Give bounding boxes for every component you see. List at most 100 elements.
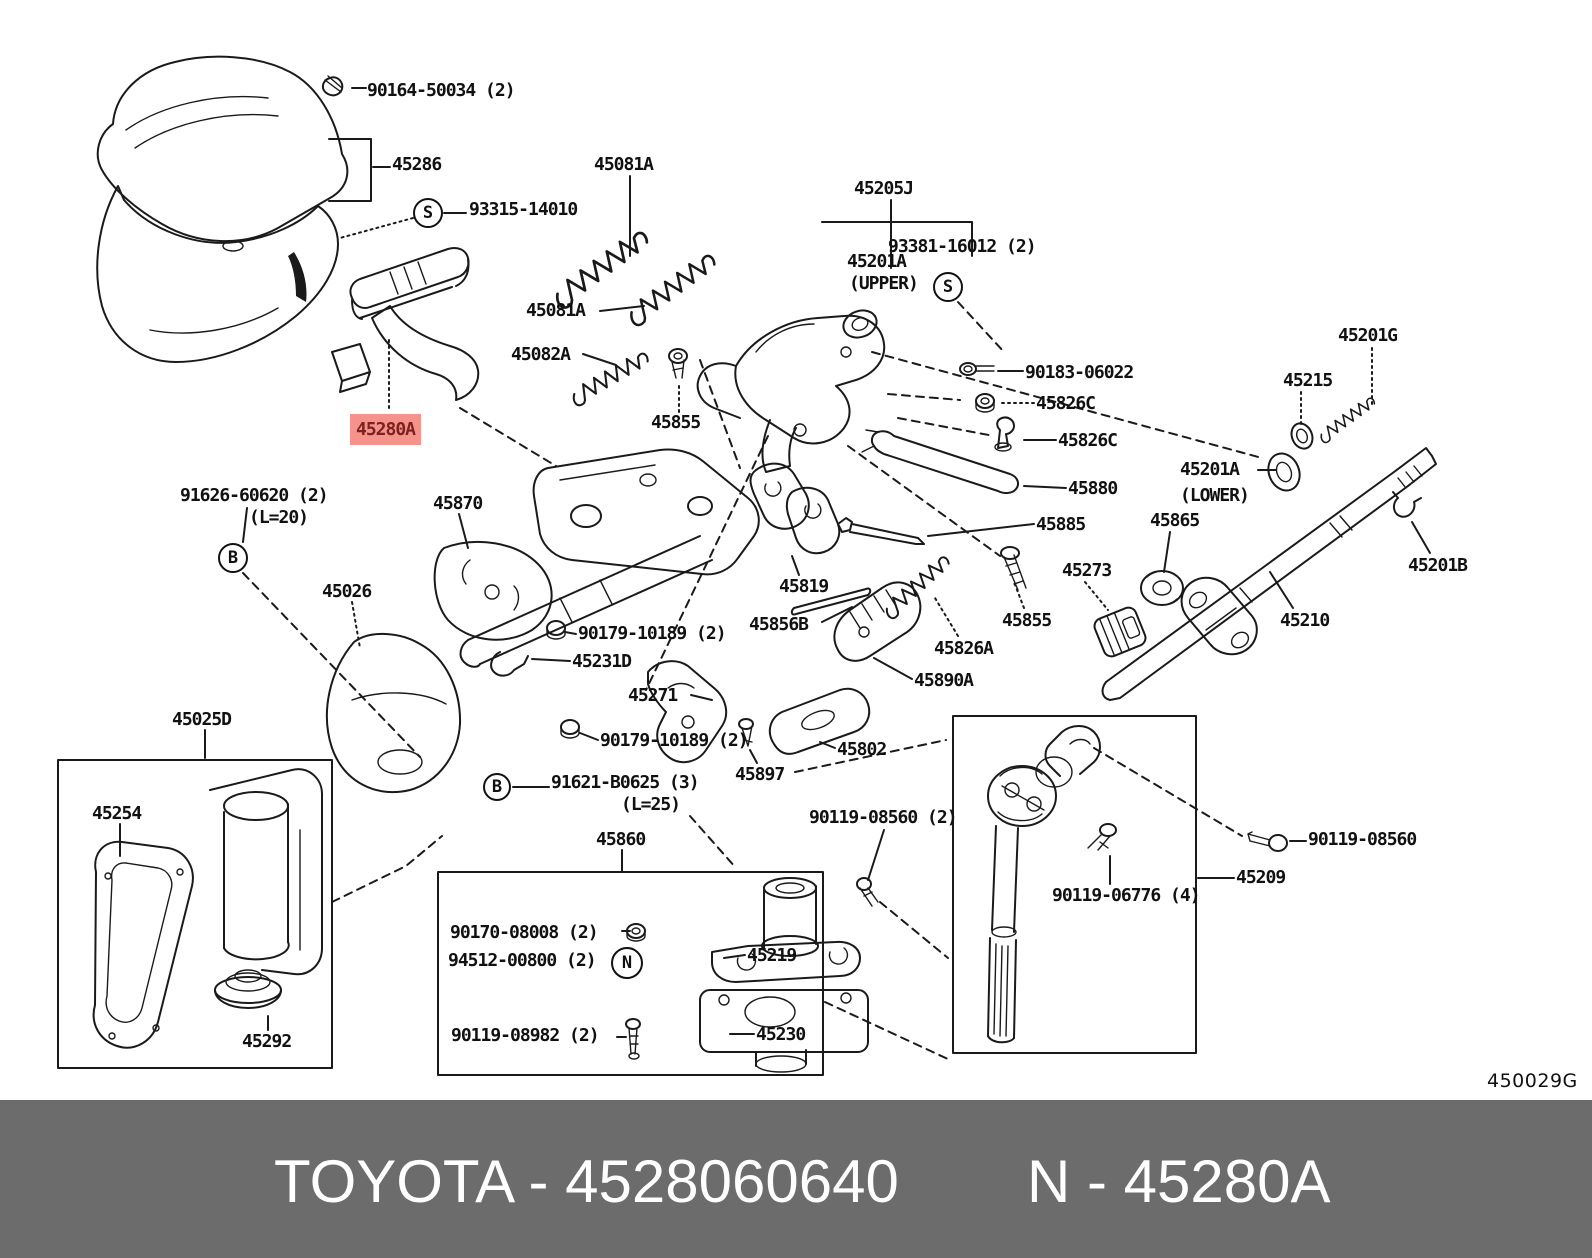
column-cover-art (96, 55, 349, 363)
grommet-45292-art (214, 969, 282, 1009)
part-label-45201A-upper: 45201A (847, 251, 907, 272)
part-label-45280A[interactable]: 45280A (350, 414, 422, 445)
callout-b-233: B (218, 543, 248, 573)
part-label-45880: 45880 (1068, 478, 1118, 499)
part-label-l25-note: (L=25) (621, 794, 681, 815)
part-label-45292: 45292 (242, 1031, 292, 1052)
part-label-45209: 45209 (1236, 867, 1286, 888)
part-label-45026: 45026 (322, 581, 372, 602)
part-label-45081A-2: 45081A (526, 300, 586, 321)
callout-n-627: N (611, 947, 643, 979)
bolt-90119-08560-2-art (856, 877, 879, 907)
part-label-90170-08008: 90170-08008 (2) (450, 922, 599, 943)
part-label-lower-note: (LOWER) (1180, 485, 1250, 506)
inset-box-45025D (57, 759, 333, 1069)
callout-s-948: S (933, 272, 963, 302)
bracket-45890A-art (833, 581, 922, 662)
figure-code: 450029G (1487, 1070, 1578, 1092)
part-label-45082A: 45082A (511, 344, 571, 365)
bolt-45897-art (738, 718, 754, 747)
shaft-45210-art (1101, 447, 1437, 701)
lever-45802-art (768, 687, 871, 755)
part-label-45865: 45865 (1150, 510, 1200, 531)
nut-90179-2-art (560, 719, 580, 739)
gasket-45254-art (92, 840, 194, 1049)
washer-45201A-lower-art (1267, 452, 1301, 492)
part-45280A-art (331, 247, 480, 413)
callout-b-497: B (483, 773, 511, 801)
part-label-90119-08560-2: 90119-08560 (2) (809, 807, 958, 828)
part-label-93315-14010: 93315-14010 (469, 199, 578, 220)
part-label-l20-note: (L=20) (249, 507, 309, 528)
inset-box-45860 (437, 871, 824, 1076)
bolt-90183-art (959, 362, 995, 376)
pin-45885-art (837, 517, 925, 545)
part-label-45802: 45802 (837, 739, 887, 760)
part-label-91621-B0625: 91621-B0625 (3) (551, 772, 700, 793)
part-label-45819: 45819 (779, 576, 829, 597)
part-label-45254: 45254 (92, 803, 142, 824)
part-label-upper-note: (UPPER) (849, 273, 919, 294)
part-label-91626-60620: 91626-60620 (2) (180, 485, 329, 506)
part-label-45855-1: 45855 (651, 412, 701, 433)
leader-45286 (328, 138, 467, 239)
pin-45856B-art (790, 587, 872, 616)
part-label-45219: 45219 (747, 945, 797, 966)
part-label-45231D: 45231D (572, 651, 632, 672)
part-label-45897: 45897 (735, 764, 785, 785)
part-label-45826C-2: 45826C (1058, 430, 1118, 451)
part-label-45870: 45870 (433, 493, 483, 514)
banner-part-number: N - 45280A (1027, 1148, 1331, 1215)
clip-45231D-art (490, 651, 529, 677)
bolt-90119-08982-icon (625, 1018, 641, 1060)
part-label-45205J: 45205J (854, 178, 914, 199)
part-label-90179-10189-2: 90179-10189 (2) (600, 730, 749, 751)
bracket-45819-art (749, 462, 841, 555)
part-label-45890A: 45890A (914, 670, 974, 691)
damper-45273-art (1093, 606, 1147, 658)
part-label-45025D: 45025D (172, 709, 232, 730)
part-label-45201G: 45201G (1338, 325, 1398, 346)
bracket-45271-art (647, 660, 728, 764)
snapring-45201B-art (1392, 491, 1422, 518)
part-label-90183-06022: 90183-06022 (1025, 362, 1134, 383)
part-label-90119-08982: 90119-08982 (2) (451, 1025, 600, 1046)
upper-bracket-art (696, 309, 886, 473)
part-label-45201A-lower: 45201A (1180, 459, 1240, 480)
part-label-45826A: 45826A (934, 638, 994, 659)
lever-45880-art (861, 429, 1019, 495)
part-label-45826C-1: 45826C (1036, 393, 1096, 414)
bushing-45865-art (1140, 570, 1184, 606)
screw-45855-left-art (668, 348, 688, 379)
screw-45855-right-art (1000, 546, 1027, 591)
ring-45215-art (1290, 422, 1314, 450)
part-label-45230: 45230 (756, 1024, 806, 1045)
part-label-45201B: 45201B (1408, 555, 1468, 576)
inset-box-45209 (952, 715, 1197, 1054)
part-label-90164-50034: 90164-50034 (2) (367, 80, 516, 101)
cover-45025D-art (209, 768, 323, 976)
part-label-94512-00800: 94512-00800 (2) (448, 950, 597, 971)
banner-part-code: TOYOTA - 4528060640 (274, 1148, 899, 1215)
bolt-90119-08560-right-art (1247, 831, 1288, 852)
joint-45209-art (987, 725, 1101, 1044)
part-label-45273: 45273 (1062, 560, 1112, 581)
part-label-90119-06776: 90119-06776 (4) (1052, 885, 1201, 906)
part-label-45271: 45271 (628, 685, 678, 706)
nut-45826C-1-art (975, 393, 995, 413)
pump-45860-art (699, 877, 869, 1073)
part-label-45215: 45215 (1283, 370, 1333, 391)
callout-s-428: S (413, 198, 443, 228)
part-label-90179-10189-1: 90179-10189 (2) (578, 623, 727, 644)
leader-lines (119, 175, 1431, 1038)
part-label-45885: 45885 (1036, 514, 1086, 535)
part-label-45855-2: 45855 (1002, 610, 1052, 631)
part-label-45210: 45210 (1280, 610, 1330, 631)
part-label-45081A-1: 45081A (594, 154, 654, 175)
part-label-45286: 45286 (392, 154, 442, 175)
part-label-45860: 45860 (596, 829, 646, 850)
screw-90164-art (322, 75, 367, 97)
bolt-90119-06776-art (1087, 823, 1117, 851)
